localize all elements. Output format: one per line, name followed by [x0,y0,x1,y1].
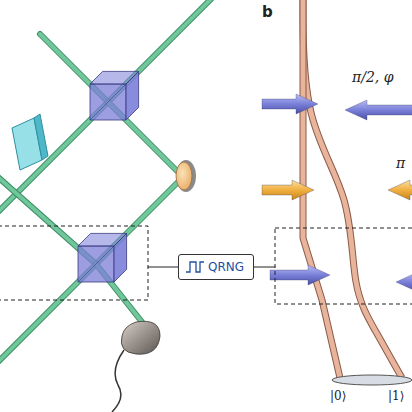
laser-pulse-arrow [262,180,314,200]
panel-label: b [262,4,273,21]
node-label: QRNG [208,260,244,274]
beam-splitter-cube [78,233,127,282]
laser-pulse-arrow [345,100,412,120]
pulse-label: π [396,156,405,171]
beam-splitter-cube [90,71,139,120]
detector [112,321,160,412]
atom-path [303,0,402,378]
laser-pulse-arrow [388,180,412,200]
mirror [176,160,196,192]
qrng-box: QRNG [178,254,254,280]
square-wave-icon [185,259,205,275]
wire [254,267,275,268]
laser-pulse-arrow [270,265,330,285]
dashed-region [275,228,412,304]
laser-pulse-arrow [262,94,318,114]
phase-plate [34,114,48,160]
state-label: |0⟩ [330,390,346,403]
atom-path [303,0,402,378]
dashed-region [0,226,148,300]
detection-plate [332,375,412,385]
state-label: |1⟩ [388,390,404,403]
pulse-label: π/2, φ [352,70,394,85]
wire [148,267,178,268]
laser-pulse-arrow [396,272,412,292]
mirror [176,162,192,190]
